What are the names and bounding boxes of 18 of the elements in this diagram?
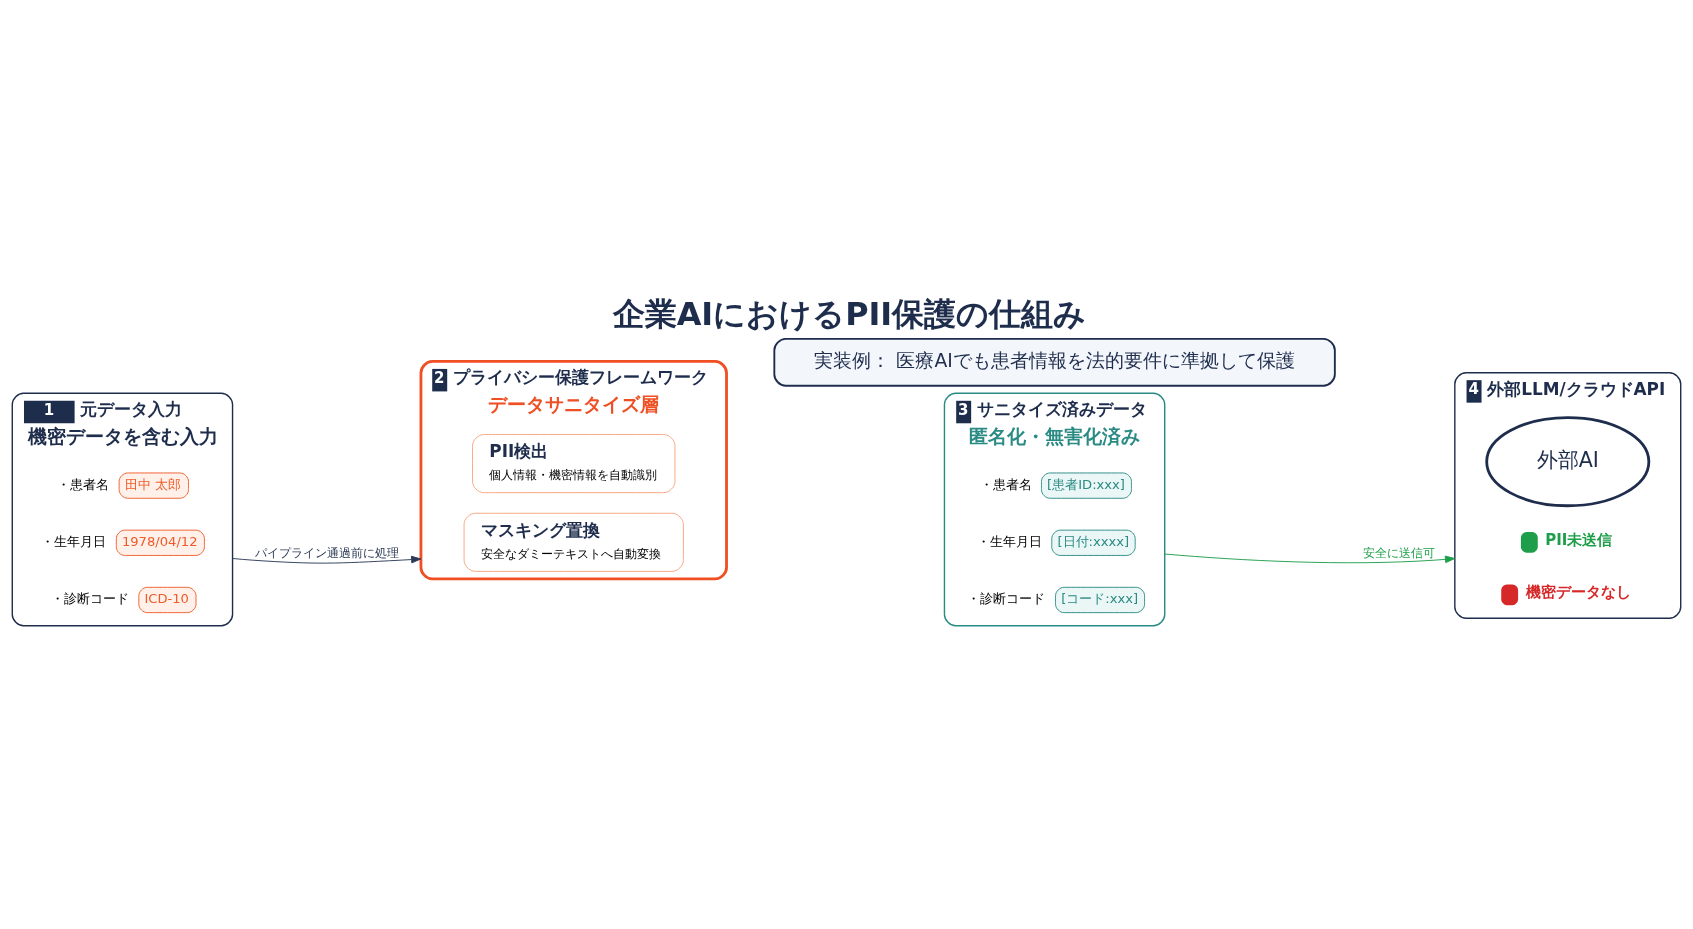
node-label: ・患者名 xyxy=(979,476,1032,492)
node-label: ・診断コード xyxy=(967,590,1046,606)
node-label: PII未送信 xyxy=(1545,530,1613,549)
node-box xyxy=(1520,531,1538,553)
edge-label: パイプライン通過前に処理 xyxy=(254,545,399,560)
node-box: PII検出 個人情報・機密情報を自動識別 xyxy=(472,433,676,493)
node-ellipse: 外部AI xyxy=(1485,415,1651,507)
node-label: ・診断コード xyxy=(50,590,129,606)
node-label: 機密データなし xyxy=(1525,582,1631,601)
arrow xyxy=(232,555,422,564)
arrow xyxy=(1164,553,1456,563)
diagram-title: 企業AIにおけるPII保護の仕組み xyxy=(612,294,1087,333)
node-label: ・生年月日 xyxy=(41,533,107,549)
node-box: 実装例： 医療AIでも患者情報を法的要件に準拠して保護 xyxy=(773,337,1336,387)
node-box: マスキング置換 安全なダミーテキストへ自動変換 xyxy=(463,512,684,572)
node-label: ・生年月日 xyxy=(976,533,1042,549)
node-label: ・患者名 xyxy=(57,476,110,492)
edge-label: 安全に送信可 xyxy=(1362,545,1435,560)
